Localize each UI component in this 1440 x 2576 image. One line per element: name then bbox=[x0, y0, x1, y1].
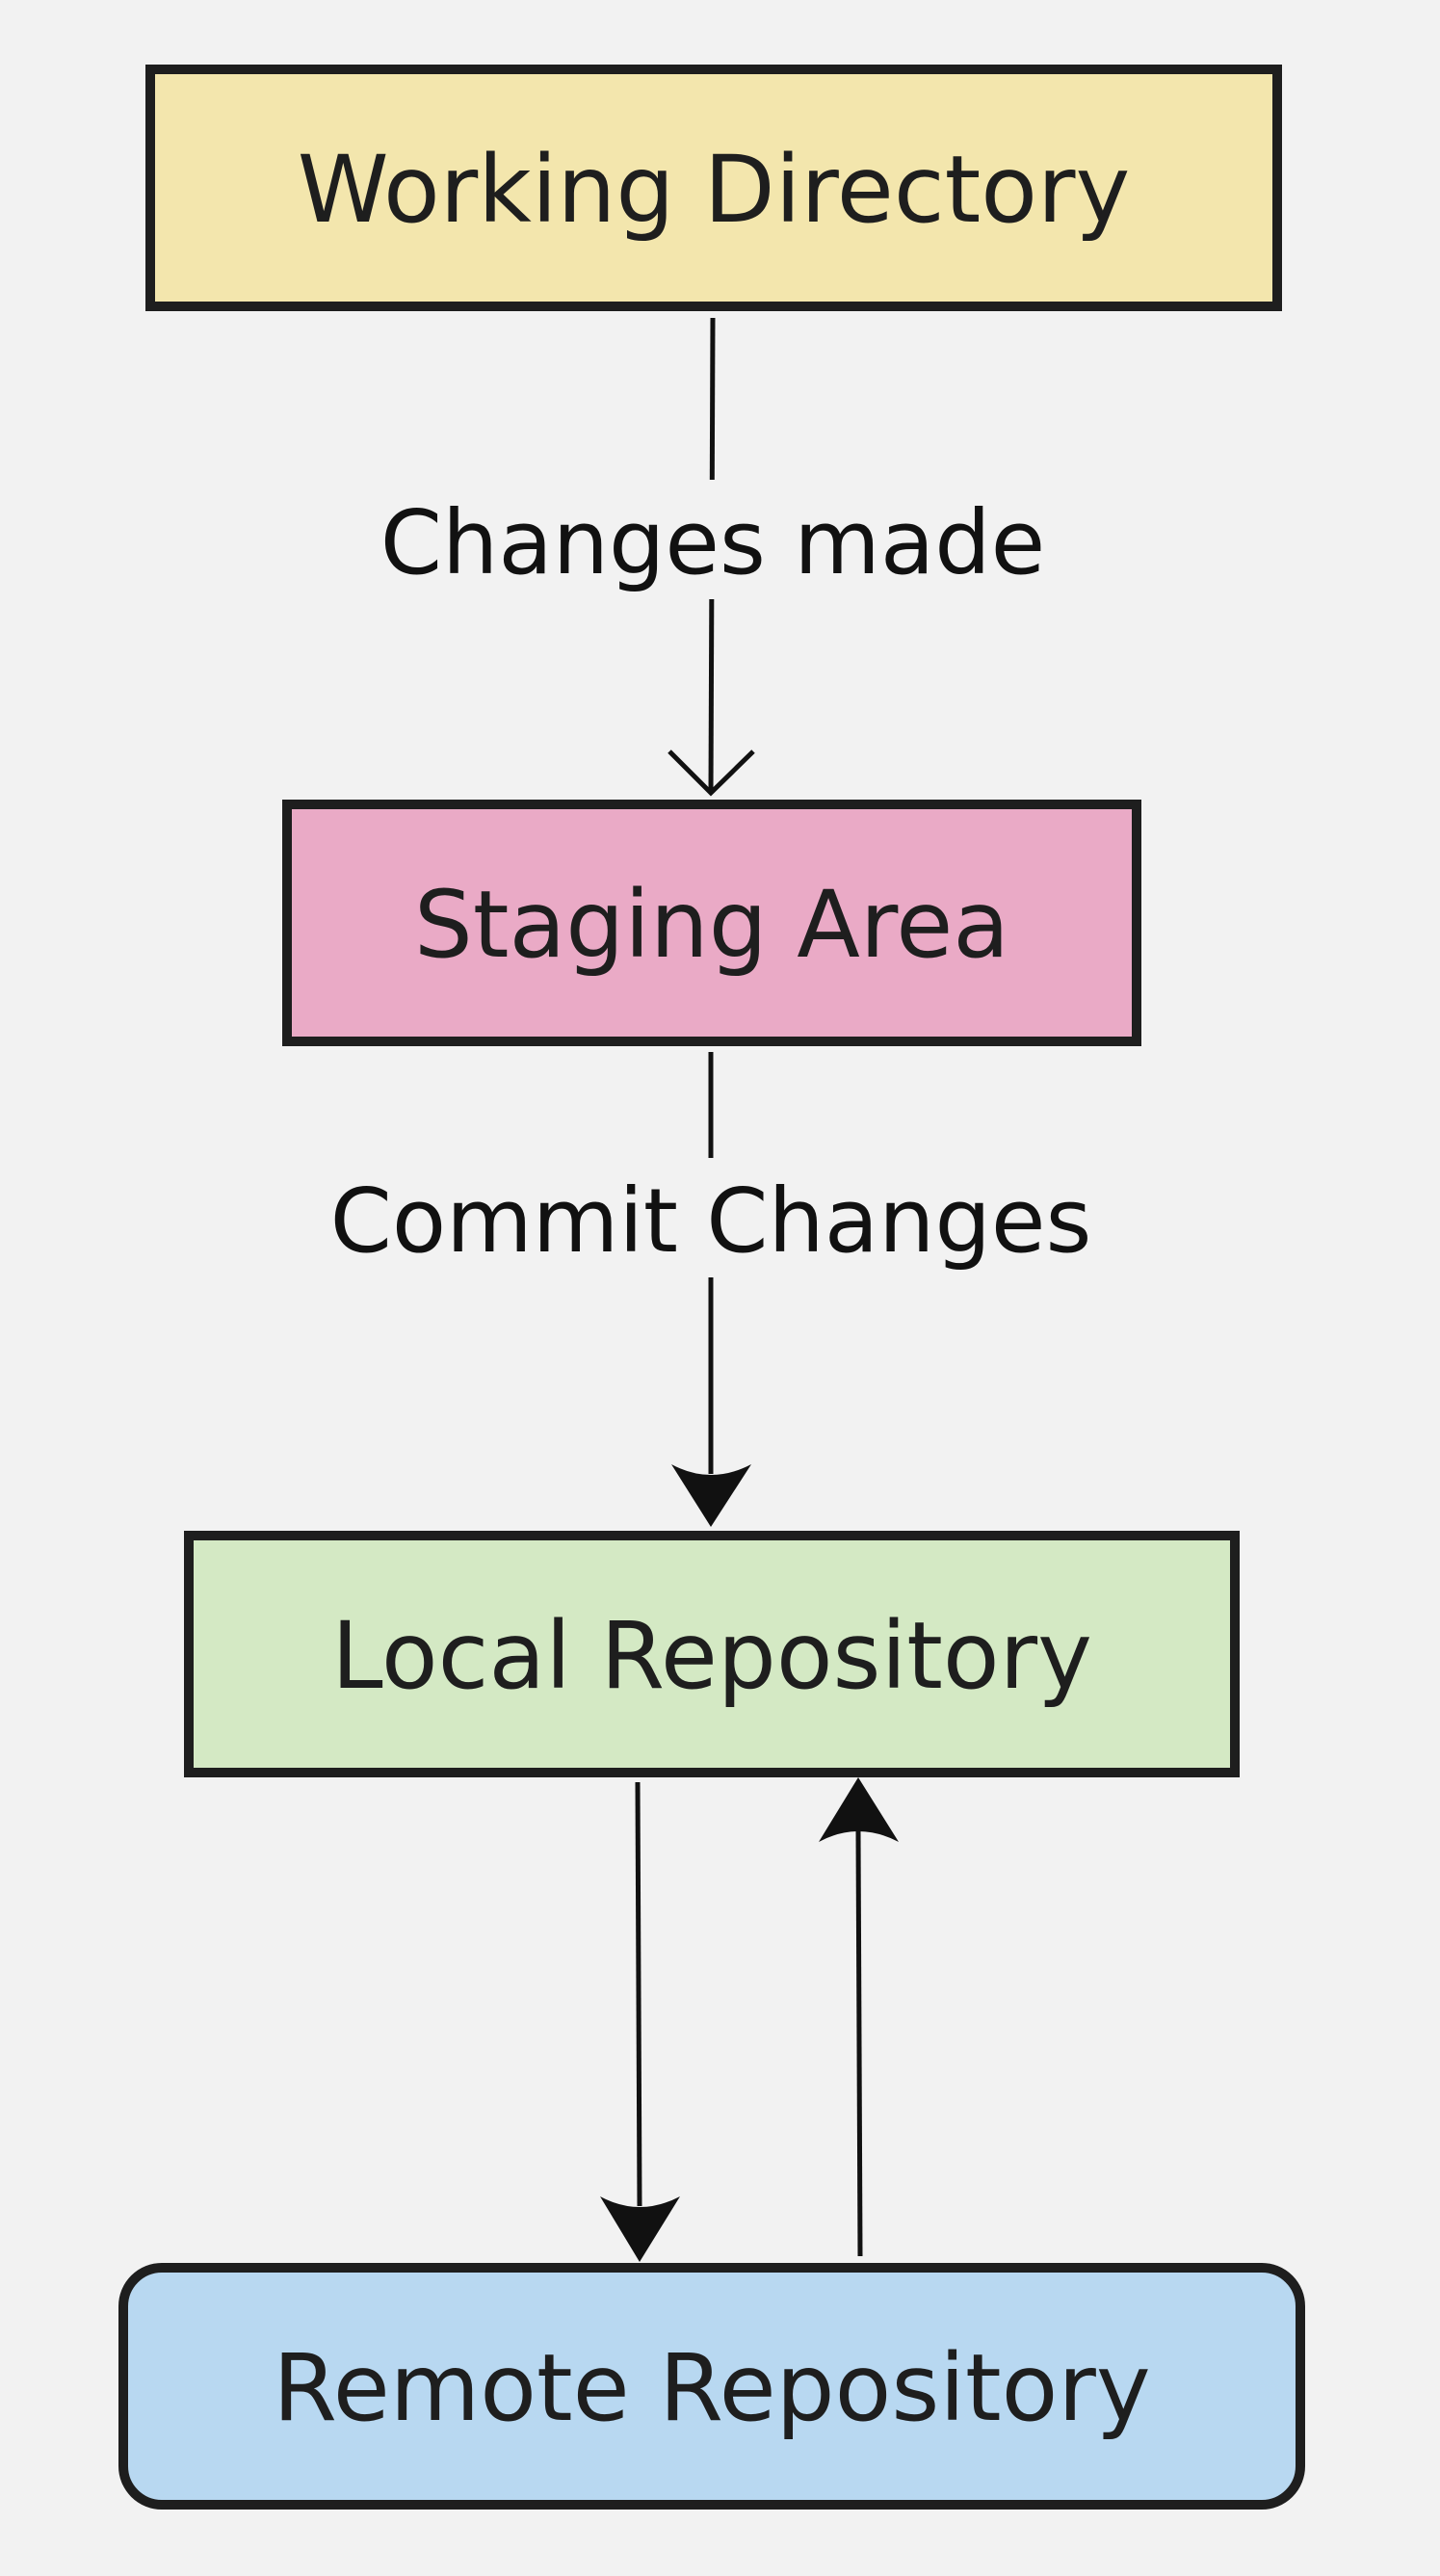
node-remote-repository-box bbox=[118, 2263, 1305, 2510]
edge-pull-line bbox=[855, 1829, 863, 2257]
node-local-repository: Local Repository bbox=[184, 1531, 1240, 1777]
edge-label-changes-made: Changes made bbox=[366, 480, 1060, 599]
filled-arrowhead-icon bbox=[819, 1777, 899, 1842]
node-working-directory: Working Directory bbox=[145, 65, 1282, 311]
edge-push-line bbox=[635, 1781, 642, 2207]
edge-push bbox=[600, 1781, 680, 2262]
edge-commit-changes bbox=[671, 1052, 751, 1527]
node-staging-area: Staging Area bbox=[282, 800, 1141, 1046]
filled-arrowhead-icon bbox=[600, 2196, 680, 2262]
filled-arrowhead-icon bbox=[671, 1464, 751, 1527]
edge-label-commit-changes: Commit Changes bbox=[318, 1158, 1108, 1277]
node-local-repository-label: Local Repository bbox=[331, 1602, 1092, 1710]
node-working-directory-label: Working Directory bbox=[298, 136, 1131, 244]
node-local-repository-box bbox=[184, 1531, 1240, 1777]
node-remote-repository: Remote Repository bbox=[118, 2263, 1305, 2510]
node-remote-repository-label: Remote Repository bbox=[273, 2334, 1150, 2442]
open-arrowhead-icon bbox=[668, 749, 755, 797]
node-staging-area-label: Staging Area bbox=[414, 871, 1009, 979]
edge-label-commit-changes-text: Commit Changes bbox=[330, 1170, 1092, 1273]
node-staging-area-box bbox=[282, 800, 1141, 1046]
node-working-directory-box bbox=[145, 65, 1282, 311]
edge-pull bbox=[819, 1777, 899, 2257]
edge-label-changes-made-text: Changes made bbox=[380, 491, 1045, 594]
